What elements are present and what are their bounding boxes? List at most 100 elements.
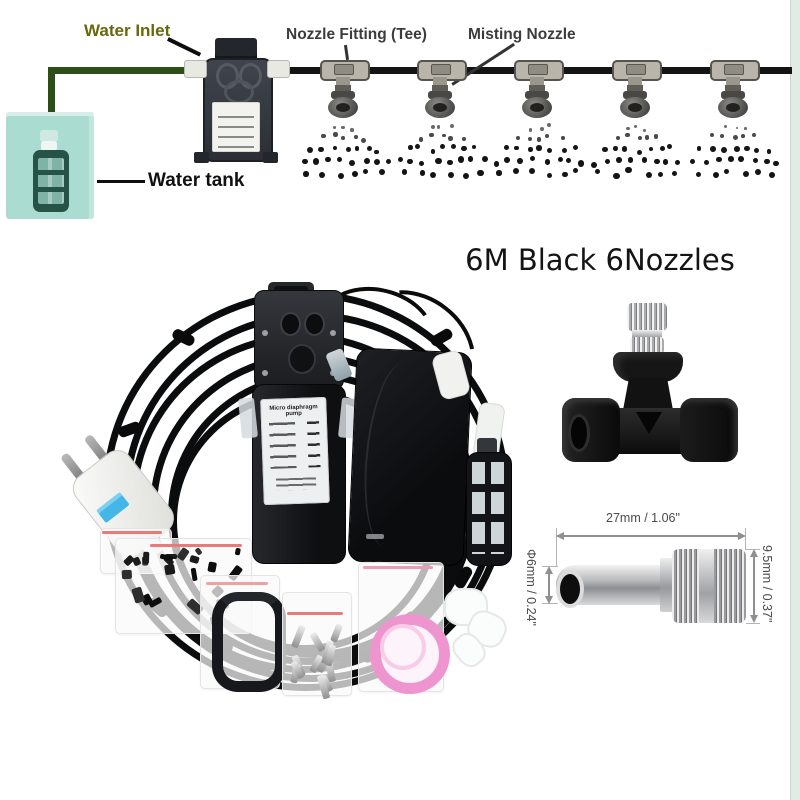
spray-dot xyxy=(566,158,572,164)
spray-dot xyxy=(437,125,441,129)
spray-dot xyxy=(333,132,338,137)
spray-dot xyxy=(516,135,521,140)
tee-drop-connector xyxy=(336,77,350,85)
spray-dot xyxy=(493,161,500,168)
spray-dot xyxy=(461,145,467,152)
spray-dot xyxy=(562,147,568,153)
water-filter-connector xyxy=(477,438,497,456)
spray-dot xyxy=(662,158,669,165)
pump-photo-screw-1 xyxy=(262,330,268,336)
spray-dot xyxy=(539,126,544,131)
spray-dot xyxy=(723,125,727,129)
spray-dot xyxy=(457,156,464,163)
spray-dot xyxy=(318,171,326,178)
spray-dot xyxy=(637,135,642,140)
spray-dot xyxy=(481,156,488,163)
pump-diagram-foot-left xyxy=(194,152,209,163)
spray-dot xyxy=(528,147,533,152)
metal-nozzles-bag-seal xyxy=(287,612,343,615)
spray-dot xyxy=(544,158,551,165)
dim-height-label: 9.5mm / 0.37" xyxy=(760,545,774,623)
spray-dot xyxy=(562,171,569,178)
product-title: 6M Black 6Nozzles xyxy=(465,243,735,277)
spray-dot xyxy=(529,168,536,175)
spray-dot xyxy=(367,146,373,152)
dim-orifice-arrow-top xyxy=(545,566,553,574)
spray-dot xyxy=(503,156,510,163)
spray-dot xyxy=(385,158,392,165)
nozzle-collar xyxy=(660,558,674,612)
spray-dot xyxy=(594,168,601,175)
spray-dot xyxy=(345,146,351,152)
cable-ties-bag-seal xyxy=(206,582,268,585)
water-filter-grid xyxy=(472,462,504,554)
spray-dot xyxy=(332,126,336,130)
spray-dot xyxy=(546,148,552,154)
pump-photo-screw-2 xyxy=(330,330,336,336)
spray-dot xyxy=(514,145,520,151)
tee-fitting-inner xyxy=(626,64,646,75)
spray-dot xyxy=(528,136,533,141)
spray-dot xyxy=(449,123,454,128)
tee-drop-connector xyxy=(726,77,740,85)
spray-dot xyxy=(636,149,642,155)
dim-length-label: 27mm / 1.06" xyxy=(606,511,680,525)
misting-nozzle-stem xyxy=(432,85,448,92)
spray-dot xyxy=(544,134,549,139)
tee-sleeve-right xyxy=(680,398,738,462)
spray-dot xyxy=(364,157,370,164)
spray-dot xyxy=(591,161,598,169)
tee-fitting-inner xyxy=(724,64,744,75)
pink-teflon-tape-bag-seal xyxy=(363,566,433,569)
spray-dot xyxy=(418,160,425,167)
spray-dot xyxy=(766,149,772,154)
spray-dot xyxy=(312,158,320,165)
pink-teflon-tape-ring-inner xyxy=(380,624,426,670)
pump-photo-screw-3 xyxy=(262,370,268,376)
spray-dot xyxy=(303,171,309,177)
tee-drop-connector xyxy=(628,77,642,85)
pump-photo-valve-bottom xyxy=(288,344,316,374)
nozzle-orifice xyxy=(556,570,584,608)
tee-fitting-inner xyxy=(528,64,548,75)
misting-nozzle-cap xyxy=(331,91,355,99)
spray-dot xyxy=(741,134,745,138)
spray-dot xyxy=(710,132,715,137)
spray-dot xyxy=(616,156,623,163)
inlet-tube-green-horizontal xyxy=(48,67,190,74)
spray-dot xyxy=(642,128,647,132)
spray-dot xyxy=(302,158,308,165)
dim-height-ext-bottom xyxy=(746,623,760,624)
spray-dot xyxy=(546,172,553,179)
misting-nozzle-cap xyxy=(428,91,452,99)
spray-dot xyxy=(769,171,775,178)
spray-dot xyxy=(318,146,324,152)
pump-diagram-foot-right xyxy=(263,152,278,163)
right-edge-strip xyxy=(790,0,800,800)
spray-dot xyxy=(504,145,509,150)
pump-photo-valve-right xyxy=(304,312,325,336)
spray-dot xyxy=(529,156,535,162)
spray-dot xyxy=(451,144,457,150)
spray-dot xyxy=(406,158,413,165)
misting-nozzle-face xyxy=(628,103,642,112)
spray-dot xyxy=(734,146,740,152)
spray-dot xyxy=(723,168,730,175)
spray-dot xyxy=(633,125,637,129)
spray-dot xyxy=(733,135,739,141)
spray-dot xyxy=(751,132,756,137)
spray-dot xyxy=(468,156,474,162)
tee-neck xyxy=(623,378,673,410)
inlet-tube-green-vertical xyxy=(48,67,55,143)
spray-dot xyxy=(336,156,342,162)
misting-nozzle-cap xyxy=(525,91,549,99)
spray-dot xyxy=(744,145,750,152)
spray-dot xyxy=(696,145,702,151)
misting-nozzle-face xyxy=(726,103,740,112)
spray-dot xyxy=(397,156,404,163)
spray-dot xyxy=(572,168,578,174)
dim-height-line xyxy=(753,551,755,621)
pump-diagram-right-fitting xyxy=(267,60,290,78)
pump-photo-valve-left xyxy=(280,312,301,336)
